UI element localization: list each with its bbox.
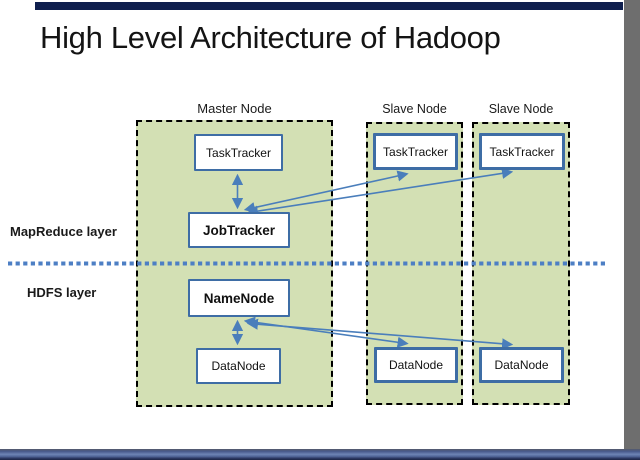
hdfs-layer-label: HDFS layer [27,285,97,300]
mapreduce-layer-label: MapReduce layer [10,224,117,239]
slide-title: High Level Architecture of Hadoop [40,20,501,55]
node-datanode-slave2: DataNode [479,347,564,383]
node-tasktracker-slave2: TaskTracker [479,133,565,170]
master-node-group-label: Master Node [197,101,272,116]
node-namenode: NameNode [188,279,290,317]
node-tasktracker-master: TaskTracker [194,134,283,171]
window-top-bar [35,2,623,10]
node-tasktracker-slave1: TaskTracker [373,133,458,170]
node-datanode-master: DataNode [196,348,281,384]
window-right-strip [624,0,640,450]
node-jobtracker: JobTracker [188,212,290,248]
slave-node-1-group-label: Slave Node [382,102,447,116]
node-datanode-slave1: DataNode [374,347,458,383]
slave-node-2-group-label: Slave Node [488,102,554,116]
window-bottom-bar [0,449,640,460]
